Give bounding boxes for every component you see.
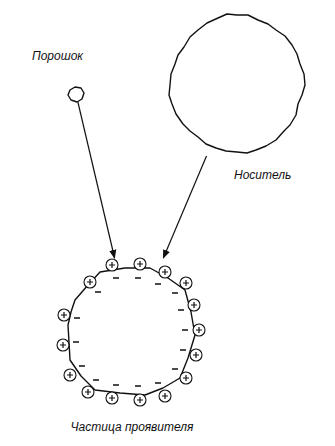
arrow <box>163 156 206 258</box>
plus-signs <box>60 261 202 403</box>
part-label: Частица проявителя <box>58 420 206 435</box>
developer-particle <box>68 268 195 395</box>
part-label: Носитель <box>232 168 293 183</box>
arrow <box>78 102 115 258</box>
carrier-node: Носитель <box>166 12 308 156</box>
powder-grain <box>68 87 84 102</box>
positive-charges <box>57 258 205 406</box>
part-label: Порошок <box>30 49 85 64</box>
powder-node: Порошок <box>68 86 84 102</box>
developer-node: Частица проявителя <box>58 258 206 406</box>
minus-signs <box>73 278 188 386</box>
carrier-particle <box>169 14 305 153</box>
